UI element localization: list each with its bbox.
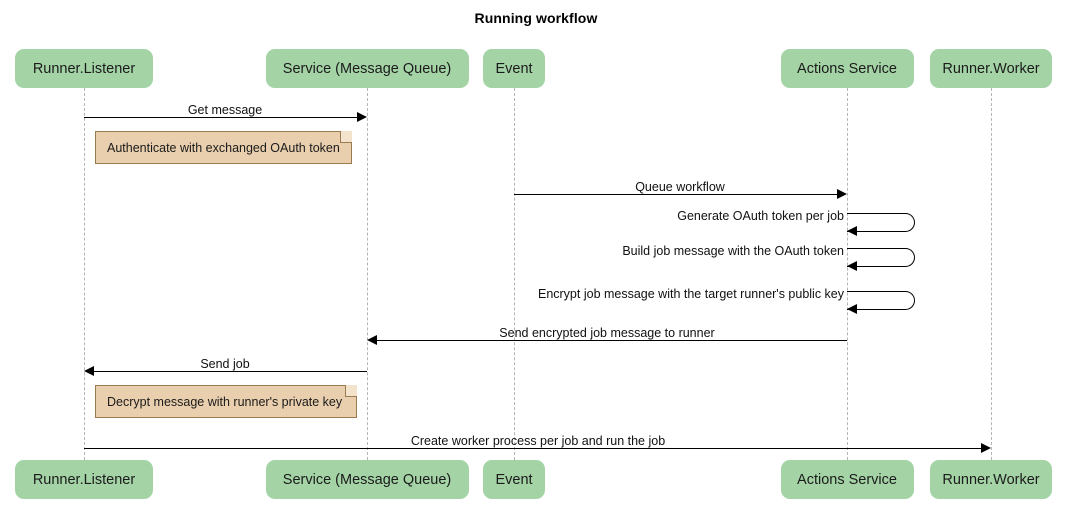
lifeline-runner-worker — [991, 88, 992, 460]
lifeline-actions-service — [847, 88, 848, 460]
selfcall-loop-generate-oauth-token — [847, 213, 915, 232]
participant-label: Event — [495, 60, 533, 77]
participant-label: Service (Message Queue) — [282, 60, 452, 77]
participant-service-mq-top[interactable]: Service (Message Queue) — [265, 49, 469, 88]
arrowhead-build-job-message — [847, 261, 857, 271]
message-label-send-job: Send job — [200, 357, 250, 371]
arrowhead-encrypt-job-message — [847, 304, 857, 314]
arrowhead-send-encrypted-job — [367, 335, 377, 345]
participant-runner-listener-top[interactable]: Runner.Listener — [15, 49, 153, 88]
message-line-queue-workflow — [514, 194, 837, 195]
participant-label: Runner.Worker — [942, 471, 1040, 488]
note-fold-corner-icon — [345, 385, 357, 397]
lifeline-service-mq — [367, 88, 368, 460]
note-label: Decrypt message with runner's private ke… — [107, 394, 343, 409]
selfcall-label-encrypt-job-message: Encrypt job message with the target runn… — [537, 287, 844, 301]
lifeline-runner-listener — [84, 88, 85, 460]
participant-runner-worker-bottom[interactable]: Runner.Worker — [930, 460, 1052, 499]
participant-label: Runner.Listener — [32, 471, 136, 488]
participant-service-mq-bottom[interactable]: Service (Message Queue) — [265, 460, 469, 499]
arrowhead-create-worker-process — [981, 443, 991, 453]
participant-label: Actions Service — [797, 471, 897, 488]
participant-label: Runner.Listener — [32, 60, 136, 77]
page-title: Running workflow — [474, 10, 598, 26]
note-authenticate: Authenticate with exchanged OAuth token — [95, 131, 352, 164]
note-label: Authenticate with exchanged OAuth token — [107, 140, 340, 155]
selfcall-label-build-job-message: Build job message with the OAuth token — [622, 244, 844, 258]
participant-label: Actions Service — [797, 60, 897, 77]
message-label-get-message: Get message — [187, 103, 263, 117]
message-line-get-message — [84, 117, 357, 118]
participant-label: Service (Message Queue) — [282, 471, 452, 488]
participant-actions-service-top[interactable]: Actions Service — [780, 49, 914, 88]
arrowhead-send-job — [84, 366, 94, 376]
message-line-send-job — [94, 371, 367, 372]
participant-label: Event — [495, 471, 533, 488]
arrowhead-get-message — [357, 112, 367, 122]
participant-runner-worker-top[interactable]: Runner.Worker — [930, 49, 1052, 88]
arrowhead-queue-workflow — [837, 189, 847, 199]
selfcall-loop-build-job-message — [847, 248, 915, 267]
message-label-send-encrypted-job: Send encrypted job message to runner — [499, 326, 715, 340]
participant-event-bottom[interactable]: Event — [483, 460, 545, 499]
lifeline-event — [514, 88, 515, 460]
message-label-create-worker-process: Create worker process per job and run th… — [410, 434, 666, 448]
message-line-create-worker-process — [84, 448, 981, 449]
participant-event-top[interactable]: Event — [483, 49, 545, 88]
note-decrypt: Decrypt message with runner's private ke… — [95, 385, 357, 418]
message-label-queue-workflow: Queue workflow — [635, 180, 725, 194]
arrowhead-generate-oauth-token — [847, 226, 857, 236]
selfcall-loop-encrypt-job-message — [847, 291, 915, 310]
participant-runner-listener-bottom[interactable]: Runner.Listener — [15, 460, 153, 499]
participant-label: Runner.Worker — [942, 60, 1040, 77]
selfcall-label-generate-oauth-token: Generate OAuth token per job — [677, 209, 844, 223]
message-line-send-encrypted-job — [377, 340, 847, 341]
participant-actions-service-bottom[interactable]: Actions Service — [780, 460, 914, 499]
note-fold-corner-icon — [340, 131, 352, 143]
